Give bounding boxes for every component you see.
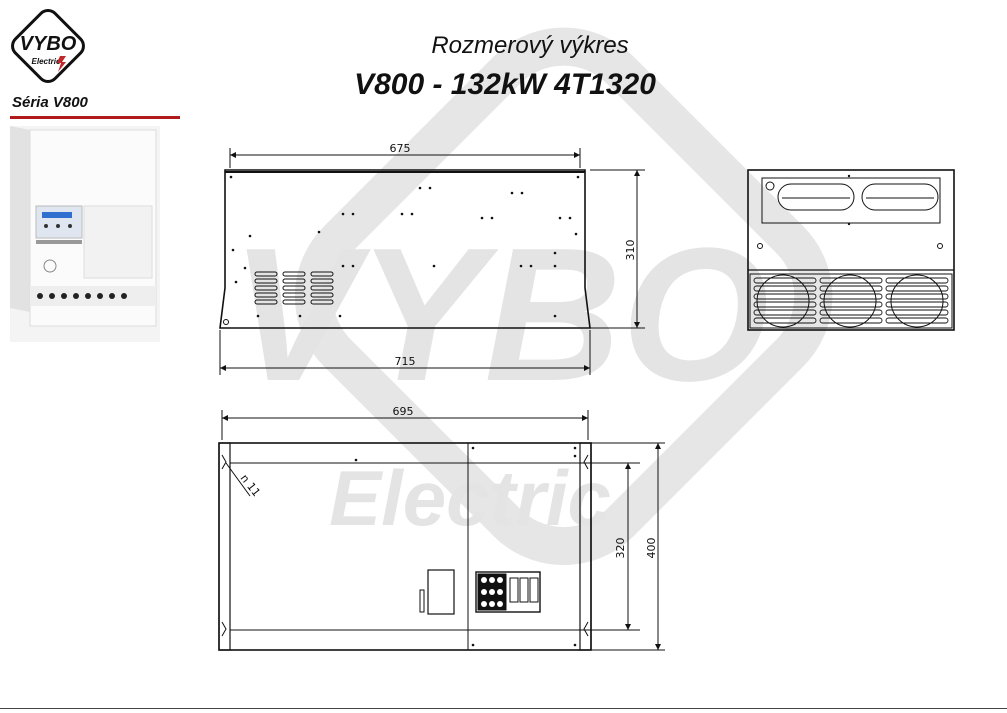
dim-top-width: 695 <box>393 405 414 418</box>
vybo-logo-icon: VYBO Electric <box>11 9 85 83</box>
series-label: Séria V800 <box>12 94 88 111</box>
watermark-brand: VYBO <box>231 209 769 421</box>
page-title: Rozmerový výkres <box>431 32 629 59</box>
dim-inner-height: 320 <box>614 538 627 559</box>
logo-sub: Electric <box>32 57 61 66</box>
side-view: 675 310 715 <box>219 142 645 375</box>
series-underline <box>10 116 180 119</box>
dim-width-top: 675 <box>390 142 411 155</box>
inverter-photo-icon <box>10 126 160 342</box>
dim-outer-height: 400 <box>645 538 658 559</box>
logo-text: VYBO <box>20 33 77 55</box>
top-view: 695 n 11 320 400 <box>218 405 665 651</box>
dim-width-bottom: 715 <box>395 355 416 368</box>
end-view <box>747 169 955 331</box>
watermark-sub: Electric <box>329 454 611 542</box>
dim-height: 310 <box>624 240 637 261</box>
bottom-rule <box>0 708 1007 709</box>
page-subtitle: V800 - 132kW 4T1320 <box>354 68 656 101</box>
dim-hole: n 11 <box>238 472 263 499</box>
